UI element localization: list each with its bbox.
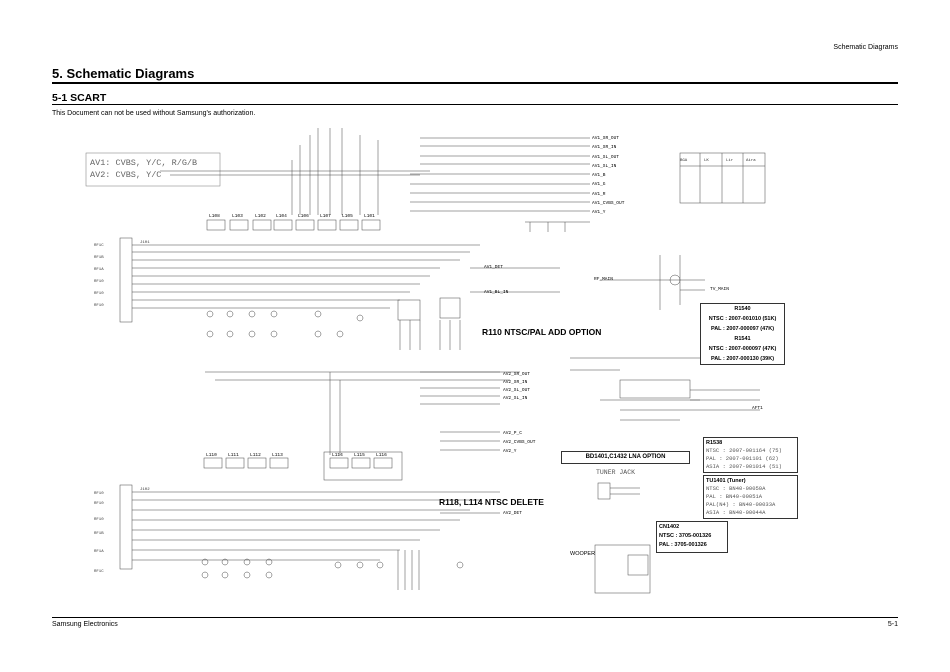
tu1401-asia: ASIA : BN40-00044A [706,509,766,516]
svg-text:Lir: Lir [726,158,734,163]
av-note: AV1: CVBS, Y/C, R/G/B AV2: CVBS, Y/C [90,157,197,181]
tu1401-paln: PAL(N4) : BN40-00033A [706,501,776,508]
svg-text:Aira: Aira [746,158,756,163]
net-label-aft1: AFT1 [752,406,763,411]
net-label: AV2_Y [503,449,517,454]
av-note-line1: AV1: CVBS, Y/C, R/G/B [90,158,198,168]
svg-text:RF10: RF10 [94,518,104,522]
net-label: AV1_Y [592,210,606,216]
inductor-label: L106 [298,214,309,219]
r1541-ntsc: NTSC : 2007-000097 (47K) [708,346,777,352]
inductor-label: L115 [354,453,365,458]
bd1401-option-text: BD1401,C1432 LNA OPTION [585,454,666,460]
net-label: AV1_SR_IN [592,145,617,151]
footer-brand: Samsung Electronics [52,621,118,628]
inductor-label: L114 [332,453,343,458]
svg-text:RF10: RF10 [94,492,104,496]
net-label: AV1_SR_OUT [592,136,620,141]
svg-text:RF10: RF10 [94,304,104,308]
net-label-av2-det: AV2_DET [503,511,522,516]
net-label: AV1_SL_OUT [592,154,620,160]
option-r110-label: R110 NTSC/PAL ADD OPTION [482,327,602,337]
tu1401-ntsc: NTSC : BN40-00050A [706,485,766,492]
svg-text:RF1C: RF1C [94,570,104,574]
net-label: AV2_SL_IN [503,396,528,401]
tu1401-pal: PAL : BN40-00051A [706,493,763,500]
inductor-label: L112 [250,453,261,458]
net-label: AV1_CVBS_OUT [592,201,625,207]
page-number: 5-1 [887,621,898,628]
footer-rule [52,617,898,618]
r1538-box: R1538 NTSC : 2007-001164 (75) PAL : 2007… [703,437,798,473]
svg-text:RF1B: RF1B [94,256,104,260]
net-label-tv-main: TV_MAIN [710,287,729,292]
svg-text:J101: J101 [140,241,150,245]
net-label: AV2_SR_IN [503,380,528,385]
svg-text:BGA: BGA [680,159,688,163]
wooper-label: WOOPER [570,551,596,557]
svg-text:RF1A: RF1A [94,268,104,272]
net-label-av1-det: AV1_DET [484,265,503,270]
inductor-label: L107 [320,214,331,219]
page-title: 5. Schematic Diagrams [52,66,195,81]
net-labels-av2: AV2_SR_OUT AV2_SR_IN AV2_SL_OUT AV2_SL_I… [503,371,530,403]
r1540-title: R1540 [734,306,751,312]
svg-text:RF1B: RF1B [94,532,104,536]
net-label: AV2_CVBS_OUT [503,440,536,445]
inductor-label: L103 [232,214,243,219]
svg-text:RF10: RF10 [94,292,104,296]
r1540-pal: PAL : 2007-000097 (47K) [710,326,775,332]
net-label-rf-main: RF_MAIN [594,277,613,282]
tu1401-box: TU1401 (Tuner) NTSC : BN40-00050A PAL : … [703,475,798,519]
net-label: AV1_R [592,191,606,197]
av-note-line2: AV2: CVBS, Y/C [90,170,162,180]
inductor-label: L110 [206,453,217,458]
r1538-ntsc: NTSC : 2007-001164 (75) [706,447,782,454]
inductor-label: L111 [228,453,239,458]
net-label: AV1_B [592,173,606,179]
svg-text:RF10: RF10 [94,502,104,506]
cn1402-pal: PAL : 3705-001326 [659,542,707,548]
header-section-label: Schematic Diagrams [833,44,898,51]
r1538-title: R1538 [706,440,723,446]
inductor-label: L108 [209,214,220,219]
r1538-asia: ASIA : 2007-001014 (51) [706,463,782,470]
subtitle-rule [52,104,898,105]
cn1402-box: CN1402 NTSC : 3705-001326 PAL : 3705-001… [656,521,728,553]
tu1401-title: TU1401 (Tuner) [706,478,746,484]
svg-text:RF1C: RF1C [94,244,104,248]
net-label-av1-bl-in: AV1_BL_IN [484,290,509,295]
net-label: AV2_P_C [503,431,522,436]
authorization-notice: This Document can not be used without Sa… [52,110,256,117]
svg-text:RF10: RF10 [94,280,104,284]
net-label: AV1_G [592,182,606,188]
inductor-label: L105 [342,214,353,219]
section-subtitle: 5-1 SCART [52,92,107,104]
bd1401-option-box: BD1401,C1432 LNA OPTION [561,451,690,464]
r1540-r1541-box: R1540 NTSC : 2007-001010 (51K) PAL : 200… [700,303,785,365]
net-labels-top: AV1_SR_OUT AV1_SR_IN AV1_SL_OUT AV1_SL_I… [592,134,624,218]
net-label: AV2_SR_OUT [503,372,531,377]
net-labels-av2-video: AV2_P_C AV2_CVBS_OUT AV2_Y [503,429,535,456]
inductor-label: L104 [276,214,287,219]
net-label: AV2_SL_OUT [503,388,531,393]
svg-text:RF1A: RF1A [94,550,104,554]
cn1402-ntsc: NTSC : 3705-001326 [659,533,712,539]
r1538-pal: PAL : 2007-001101 (62) [706,455,779,462]
tuner-jack-label: TUNER JACK [596,469,636,476]
net-label: AV1_SL_IN [592,163,617,169]
cn1402-title: CN1402 [659,524,680,530]
inductor-label: L102 [255,214,266,219]
svg-text:LK: LK [704,159,709,163]
r1541-title: R1541 [734,336,751,342]
svg-text:J102: J102 [140,488,150,492]
option-r118-label: R118, L114 NTSC DELETE [439,497,544,507]
r1541-pal: PAL : 2007-000130 (39K) [710,356,775,362]
inductor-label: L113 [272,453,283,458]
inductor-label: L101 [364,214,375,219]
title-rule [52,82,898,84]
inductor-label: L116 [376,453,387,458]
r1540-ntsc: NTSC : 2007-001010 (51K) [708,316,777,322]
